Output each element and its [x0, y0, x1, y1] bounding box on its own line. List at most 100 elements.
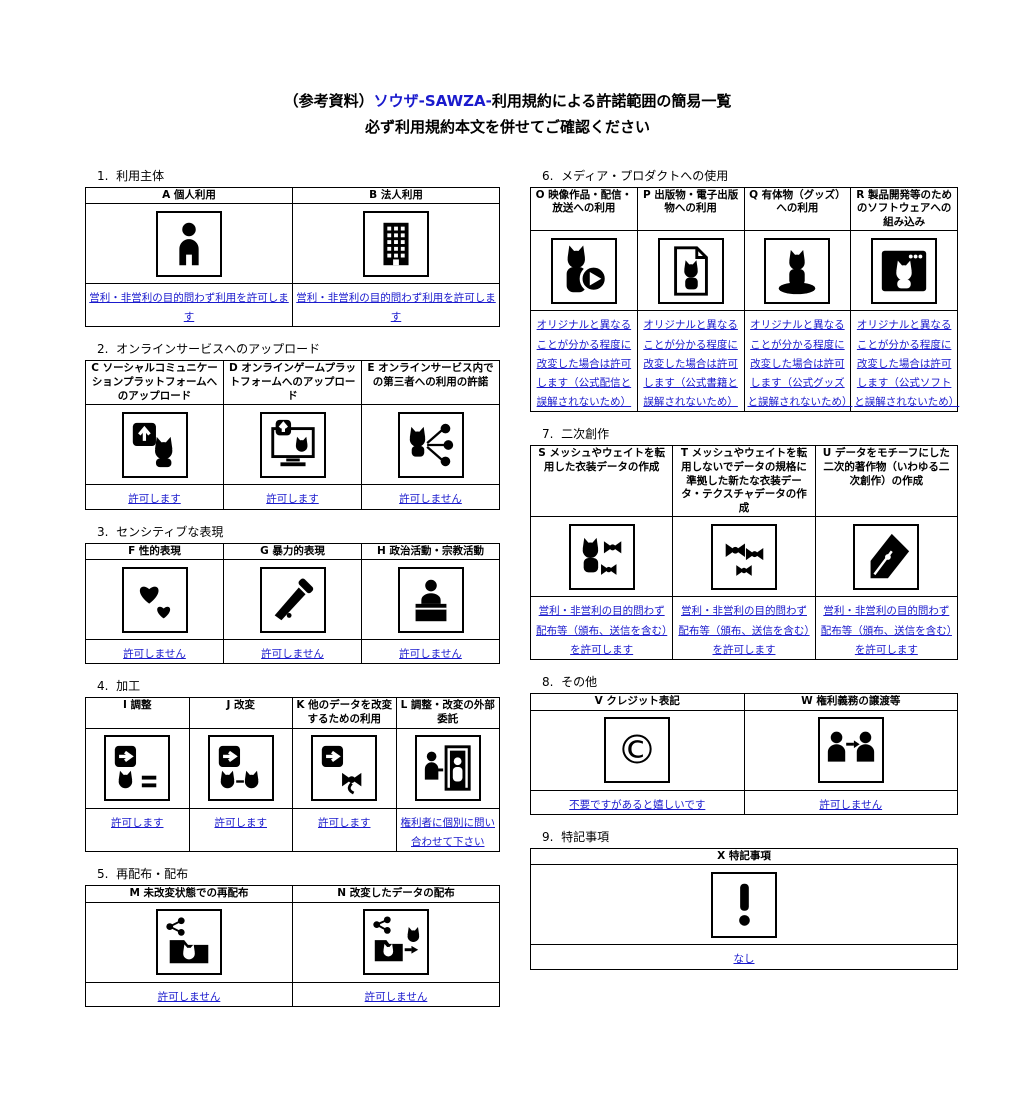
- adjust-icon: [104, 735, 171, 802]
- section-title: 4. 加工: [97, 677, 500, 694]
- outsourcing-icon: [414, 735, 481, 802]
- section-title: 1. 利用主体: [97, 167, 500, 184]
- permission-cell: 許可しません: [743, 789, 958, 815]
- permission-cell: オリジナルと異なることが分かる程度に改変した場合は許可します（公式書籍と誤解され…: [636, 310, 745, 413]
- permission-text: 権利者に個別に問い合わせて下さい: [400, 816, 496, 848]
- permission-cell: 営利・非営利の目的問わず配布等（頒布、送信を含む）を許可します: [529, 596, 674, 660]
- section-title-text: 特記事項: [561, 829, 610, 844]
- permission-cell: 許可します: [223, 484, 362, 510]
- icon-cell: [636, 230, 745, 312]
- section-number: 6.: [542, 168, 554, 183]
- cell-header: A 個人利用: [85, 186, 293, 205]
- permission-cell: 許可します: [85, 484, 224, 510]
- section-title-text: センシティブな表現: [116, 524, 224, 539]
- distribute-modified-icon: [363, 909, 429, 976]
- permission-cell: 営利・非営利の目的問わず利用を許可します: [292, 283, 500, 328]
- permission-cell: オリジナルと異なることが分かる程度に改変した場合は許可します（公式ソフトと誤解さ…: [850, 310, 959, 413]
- cell-header: O 映像作品・配信・放送への利用: [530, 186, 638, 232]
- icon-cell: [814, 516, 959, 598]
- section-number: 5.: [97, 867, 109, 882]
- pen-icon: [853, 523, 920, 590]
- permission-text: 営利・非営利の目的問わず配布等（頒布、送信を含む）を許可します: [536, 605, 668, 656]
- icon-cell: [530, 230, 638, 312]
- cell-header: T メッシュやウェイトを転用しないでデータの規格に準拠した新たな衣装データ・テク…: [672, 445, 816, 518]
- icon-cell: [188, 727, 293, 809]
- cell-header: V クレジット表記: [530, 693, 745, 711]
- cell-header: M 未改変状態での再配布: [85, 885, 293, 903]
- title-suffix: 利用規約による許諾範囲の簡易一覧: [491, 92, 732, 110]
- cell-header: K 他のデータを改変するための利用: [292, 697, 397, 729]
- cell-header: W 権利義務の譲渡等: [743, 693, 958, 711]
- cell-header: X 特記事項: [530, 847, 958, 866]
- cell-header: L 調整・改変の外部委託: [395, 697, 500, 729]
- icon-cell: [85, 559, 224, 641]
- section-number: 3.: [97, 524, 109, 539]
- icon-cell: [85, 404, 224, 486]
- podium-icon: [397, 566, 464, 633]
- permission-text: 営利・非営利の目的問わず利用を許可します: [89, 292, 289, 324]
- software-icon: [871, 237, 938, 304]
- cell-header: N 改変したデータの配布: [292, 885, 500, 903]
- permission-text: 許可しません: [157, 990, 221, 1003]
- icon-cell: [361, 559, 500, 641]
- icon-cell: [395, 727, 500, 809]
- section-number: 9.: [542, 829, 554, 844]
- cell-header: H 政治活動・宗教活動: [361, 542, 500, 561]
- cell-header: I 調整: [85, 697, 190, 729]
- permission-text: オリジナルと異なることが分かる程度に改変した場合は許可します（公式書籍と誤解され…: [643, 319, 738, 409]
- section-title: 5. 再配布・配布: [97, 865, 500, 882]
- icon-cell: [85, 901, 293, 983]
- costume-reuse-icon: [568, 523, 635, 590]
- permission-text: 営利・非営利の目的問わず利用を許可します: [296, 292, 496, 324]
- cell-header: D オンラインゲームプラットフォームへのアップロード: [223, 360, 362, 406]
- icon-cell: [672, 516, 816, 598]
- permission-text: オリジナルと異なることが分かる程度に改変した場合は許可します（公式グッズと誤解さ…: [747, 319, 853, 409]
- section-title-text: 二次創作: [561, 427, 610, 442]
- section-title-text: 加工: [116, 679, 141, 694]
- permission-cell: 許可しません: [85, 981, 293, 1007]
- icon-cell: [361, 404, 500, 486]
- section-title-text: 利用主体: [116, 168, 165, 183]
- cell-header: G 暴力的表現: [223, 542, 362, 561]
- permission-cell: 許可しません: [85, 639, 224, 665]
- page-subtitle: 必ず利用規約本文を併せてご確認ください: [364, 118, 650, 137]
- exclamation-icon: [711, 871, 777, 938]
- permission-text: 営利・非営利の目的問わず配布等（頒布、送信を含む）を許可します: [820, 605, 952, 656]
- cell-header: S メッシュやウェイトを転用した衣装データの作成: [529, 445, 674, 518]
- publication-icon: [657, 237, 724, 304]
- permission-text: 不要ですがあると嬉しいです: [569, 798, 706, 811]
- modify-icon: [207, 735, 274, 802]
- rights-transfer-icon: [817, 717, 884, 784]
- permission-cell: 営利・非営利の目的問わず配布等（頒布、送信を含む）を許可します: [672, 596, 816, 660]
- cell-header: J 改変: [188, 697, 293, 729]
- permission-text: 許可します: [128, 493, 181, 506]
- svg-text:©: ©: [617, 726, 658, 774]
- permission-cell: オリジナルと異なることが分かる程度に改変した場合は許可します（公式配信と誤解され…: [530, 310, 638, 413]
- icon-cell: [292, 901, 500, 983]
- cell-header: Q 有体物（グッズ）への利用: [743, 186, 852, 232]
- section-title: 9. 特記事項: [542, 828, 958, 845]
- costume-new-icon: [710, 523, 777, 590]
- third-party-share-icon: [397, 411, 464, 478]
- section-title-text: オンラインサービスへのアップロード: [116, 342, 321, 357]
- title-prefix: （参考資料）: [283, 92, 374, 110]
- section-title: 6. メディア・プロダクトへの使用: [542, 167, 958, 184]
- cell-header: C ソーシャルコミュニケーションプラットフォームへのアップロード: [85, 360, 224, 406]
- section-number: 4.: [97, 679, 109, 694]
- redistribute-icon: [156, 909, 222, 976]
